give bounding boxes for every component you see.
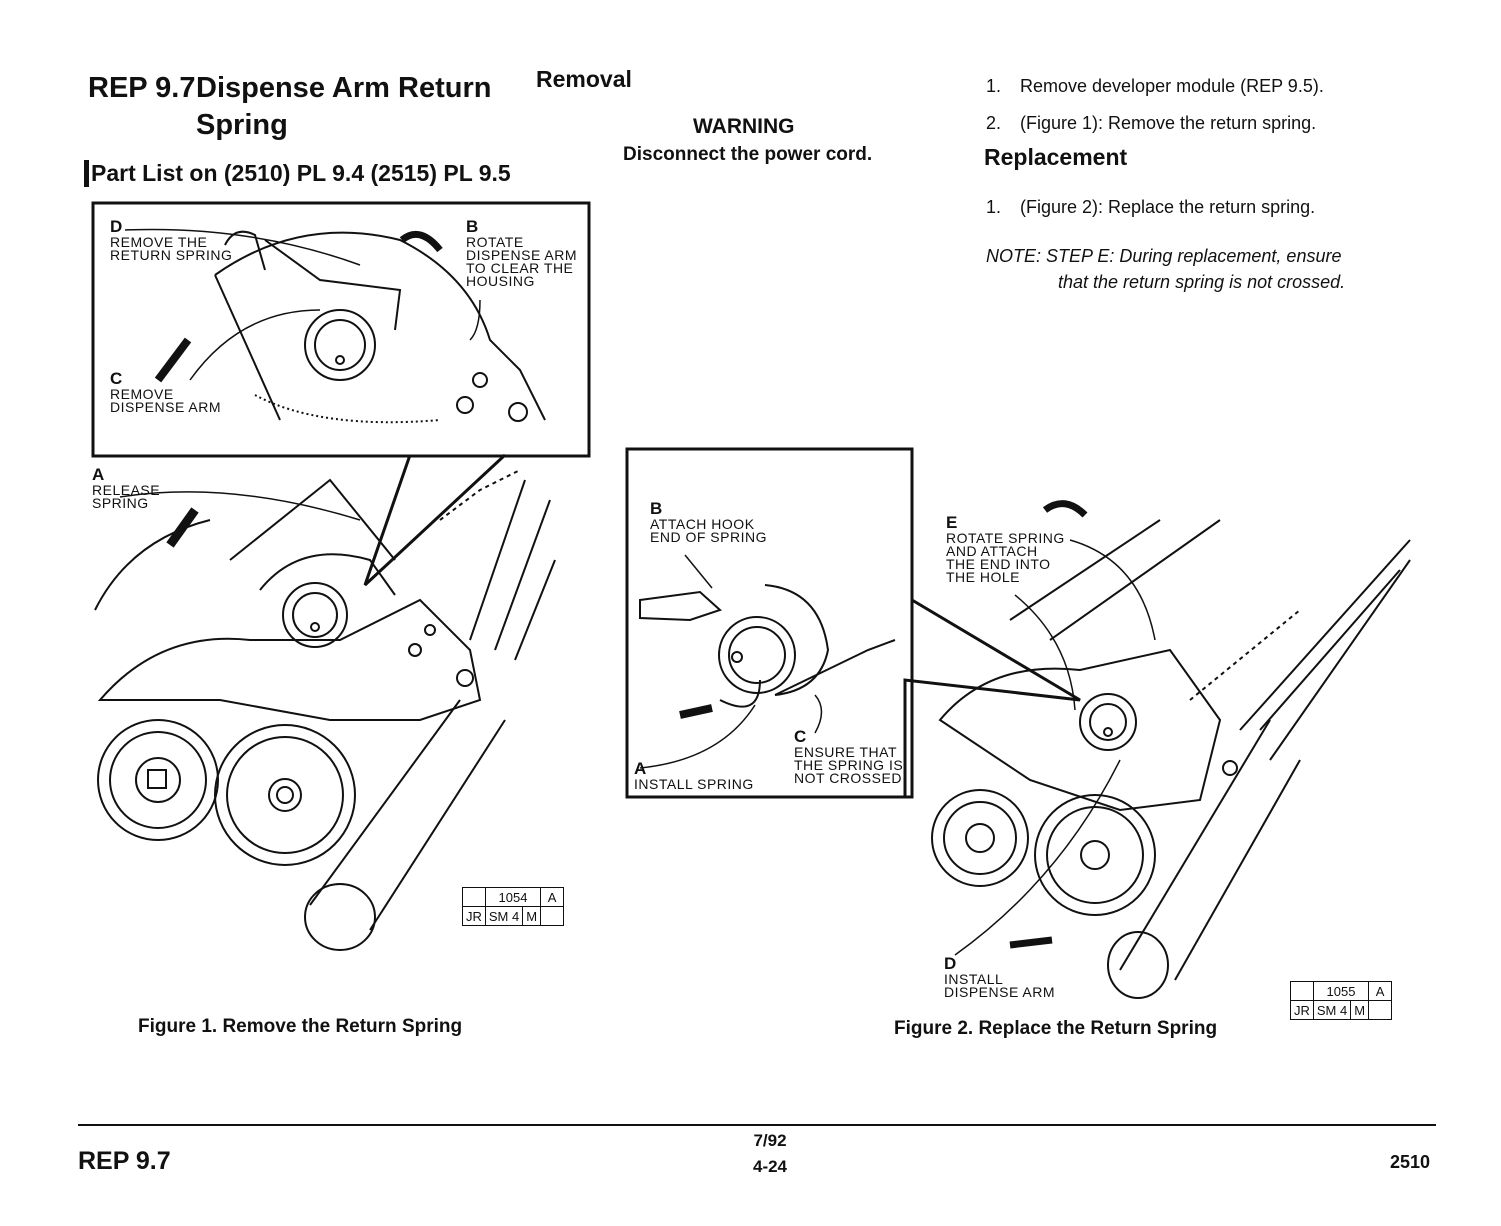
- figure1-drawing: [91, 201, 591, 951]
- part-list-reference: Part List on (2510) PL 9.4 (2515) PL 9.5: [84, 160, 511, 187]
- section-title: REP 9.7Dispense Arm Return Spring: [88, 70, 491, 144]
- removal-step-1: 1.Remove developer module (REP 9.5).: [986, 76, 1324, 96]
- warning-heading: WARNING: [693, 115, 795, 138]
- footer-page: 4-24: [752, 1157, 788, 1176]
- title-line1: Dispense Arm Return: [196, 72, 492, 104]
- footer-rep-number: REP 9.7: [78, 1147, 171, 1175]
- figure2-drawing: [625, 447, 1411, 999]
- replacement-note: NOTE: STEP E: During replacement, ensure…: [986, 246, 1346, 292]
- figure2-caption: Figure 2. Replace the Return Spring: [894, 1018, 1218, 1039]
- replacement-step-1: 1.(Figure 2): Replace the return spring.: [986, 197, 1316, 217]
- title-line2: Spring: [196, 109, 288, 141]
- removal-step-2: 2.(Figure 1): Remove the return spring.: [986, 113, 1317, 133]
- rep-number: REP 9.7: [88, 72, 196, 104]
- figure1-caption: Figure 1. Remove the Return Spring: [138, 1016, 463, 1037]
- replacement-heading: Replacement: [984, 144, 1128, 170]
- footer-date: 7/92: [753, 1131, 787, 1150]
- fig2-callout-a: A INSTALL SPRING: [634, 759, 754, 792]
- removal-heading: Removal: [536, 66, 632, 92]
- warning-text: Disconnect the power cord.: [623, 144, 873, 165]
- footer-date-page: 7/92 4-24: [740, 1128, 800, 1180]
- footer-model: 2510: [1390, 1152, 1431, 1172]
- footer-rule: [78, 1124, 1436, 1126]
